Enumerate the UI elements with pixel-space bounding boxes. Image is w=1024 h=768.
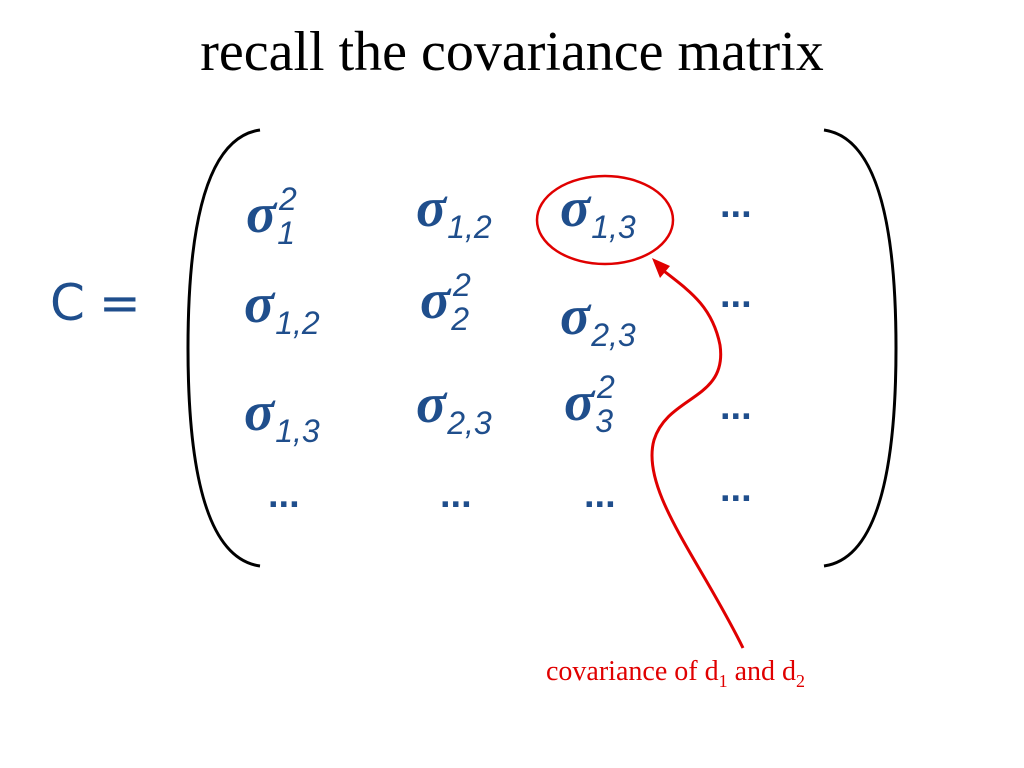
cell-r1c1: σ12 (246, 181, 297, 251)
cell-r2c4: ... (720, 274, 752, 316)
cell-r2c3: σ2,3 (560, 285, 636, 353)
cell-r4c1: ... (268, 474, 300, 516)
cell-r2c1: σ1,2 (244, 273, 320, 341)
slide-title: recall the covariance matrix (200, 21, 824, 83)
left-bracket (186, 128, 261, 568)
annotation-arrowhead (652, 258, 670, 278)
equals-sign: = (98, 274, 141, 332)
cell-r2c2: σ22 (420, 267, 471, 337)
cell-r3c1: σ1,3 (244, 381, 320, 449)
cell-r1c2: σ1,2 (416, 177, 492, 245)
matrix-lhs: C= (50, 278, 141, 328)
cell-r3c3: σ32 (564, 369, 615, 439)
cell-r4c4: ... (720, 468, 752, 510)
matrix-name: C (50, 274, 85, 332)
cell-r4c2: ... (440, 474, 472, 516)
cell-r3c4: ... (720, 386, 752, 428)
annotation-caption: covariance of d1 and d2 (546, 656, 806, 691)
cell-r1c4: ... (720, 184, 752, 226)
right-bracket (823, 128, 898, 568)
cell-r1c3: σ1,3 (560, 177, 636, 245)
cell-r3c2: σ2,3 (416, 373, 492, 441)
highlight-circle (535, 174, 675, 266)
cell-r4c3: ... (584, 474, 616, 516)
annotation-arrow-line (650, 266, 745, 649)
